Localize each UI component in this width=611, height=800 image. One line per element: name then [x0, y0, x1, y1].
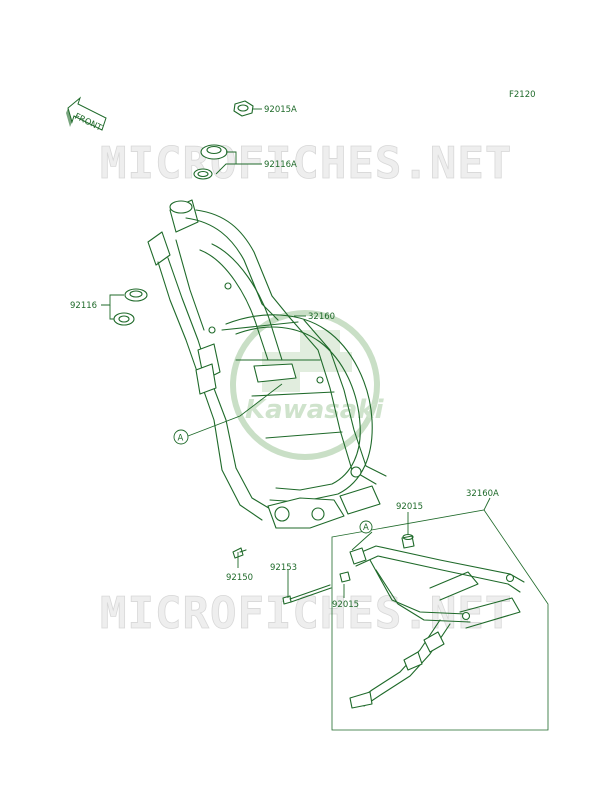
part-number-32160A[interactable]: 32160A	[466, 489, 499, 499]
rear-subframe-32160A	[349, 545, 525, 709]
watermark-top: MICROFICHES.NET	[100, 138, 512, 189]
brand-watermark: Kawasaki	[245, 395, 385, 425]
part-number-92015-lower[interactable]: 92015	[332, 600, 359, 610]
part-number-92153[interactable]: 92153	[270, 563, 297, 573]
part-number-92015-upper[interactable]: 92015	[396, 502, 423, 512]
reference-a-sub-callout: A	[359, 520, 373, 534]
bolt-92150	[232, 547, 247, 559]
bolt-92153	[282, 584, 332, 605]
brand-circle-watermark	[230, 310, 380, 460]
front-arrow-icon: FRONT	[66, 96, 107, 134]
main-frame-32160	[147, 199, 387, 529]
subframe-box-outline	[331, 509, 549, 731]
leader-lines	[101, 108, 491, 598]
steering-nut-92015A	[233, 100, 254, 117]
part-number-32160[interactable]: 32160	[308, 312, 335, 322]
part-number-92015A[interactable]: 92015A	[264, 105, 297, 115]
figure-code: F2120	[509, 90, 536, 100]
collar-92015-upper	[401, 533, 415, 549]
bearing-lower-92116	[113, 288, 148, 326]
collar-92015-lower	[339, 571, 351, 583]
part-number-92116[interactable]: 92116	[70, 301, 97, 311]
reference-a-sub-label: A	[363, 523, 369, 533]
part-number-92150[interactable]: 92150	[226, 573, 253, 583]
reference-a-callout: A	[173, 429, 189, 445]
watermark-layer: MICROFICHES.NET MICROFICHES.NET Kawasaki	[100, 138, 512, 640]
reference-a-label: A	[178, 434, 184, 444]
part-number-92116A[interactable]: 92116A	[264, 160, 297, 170]
